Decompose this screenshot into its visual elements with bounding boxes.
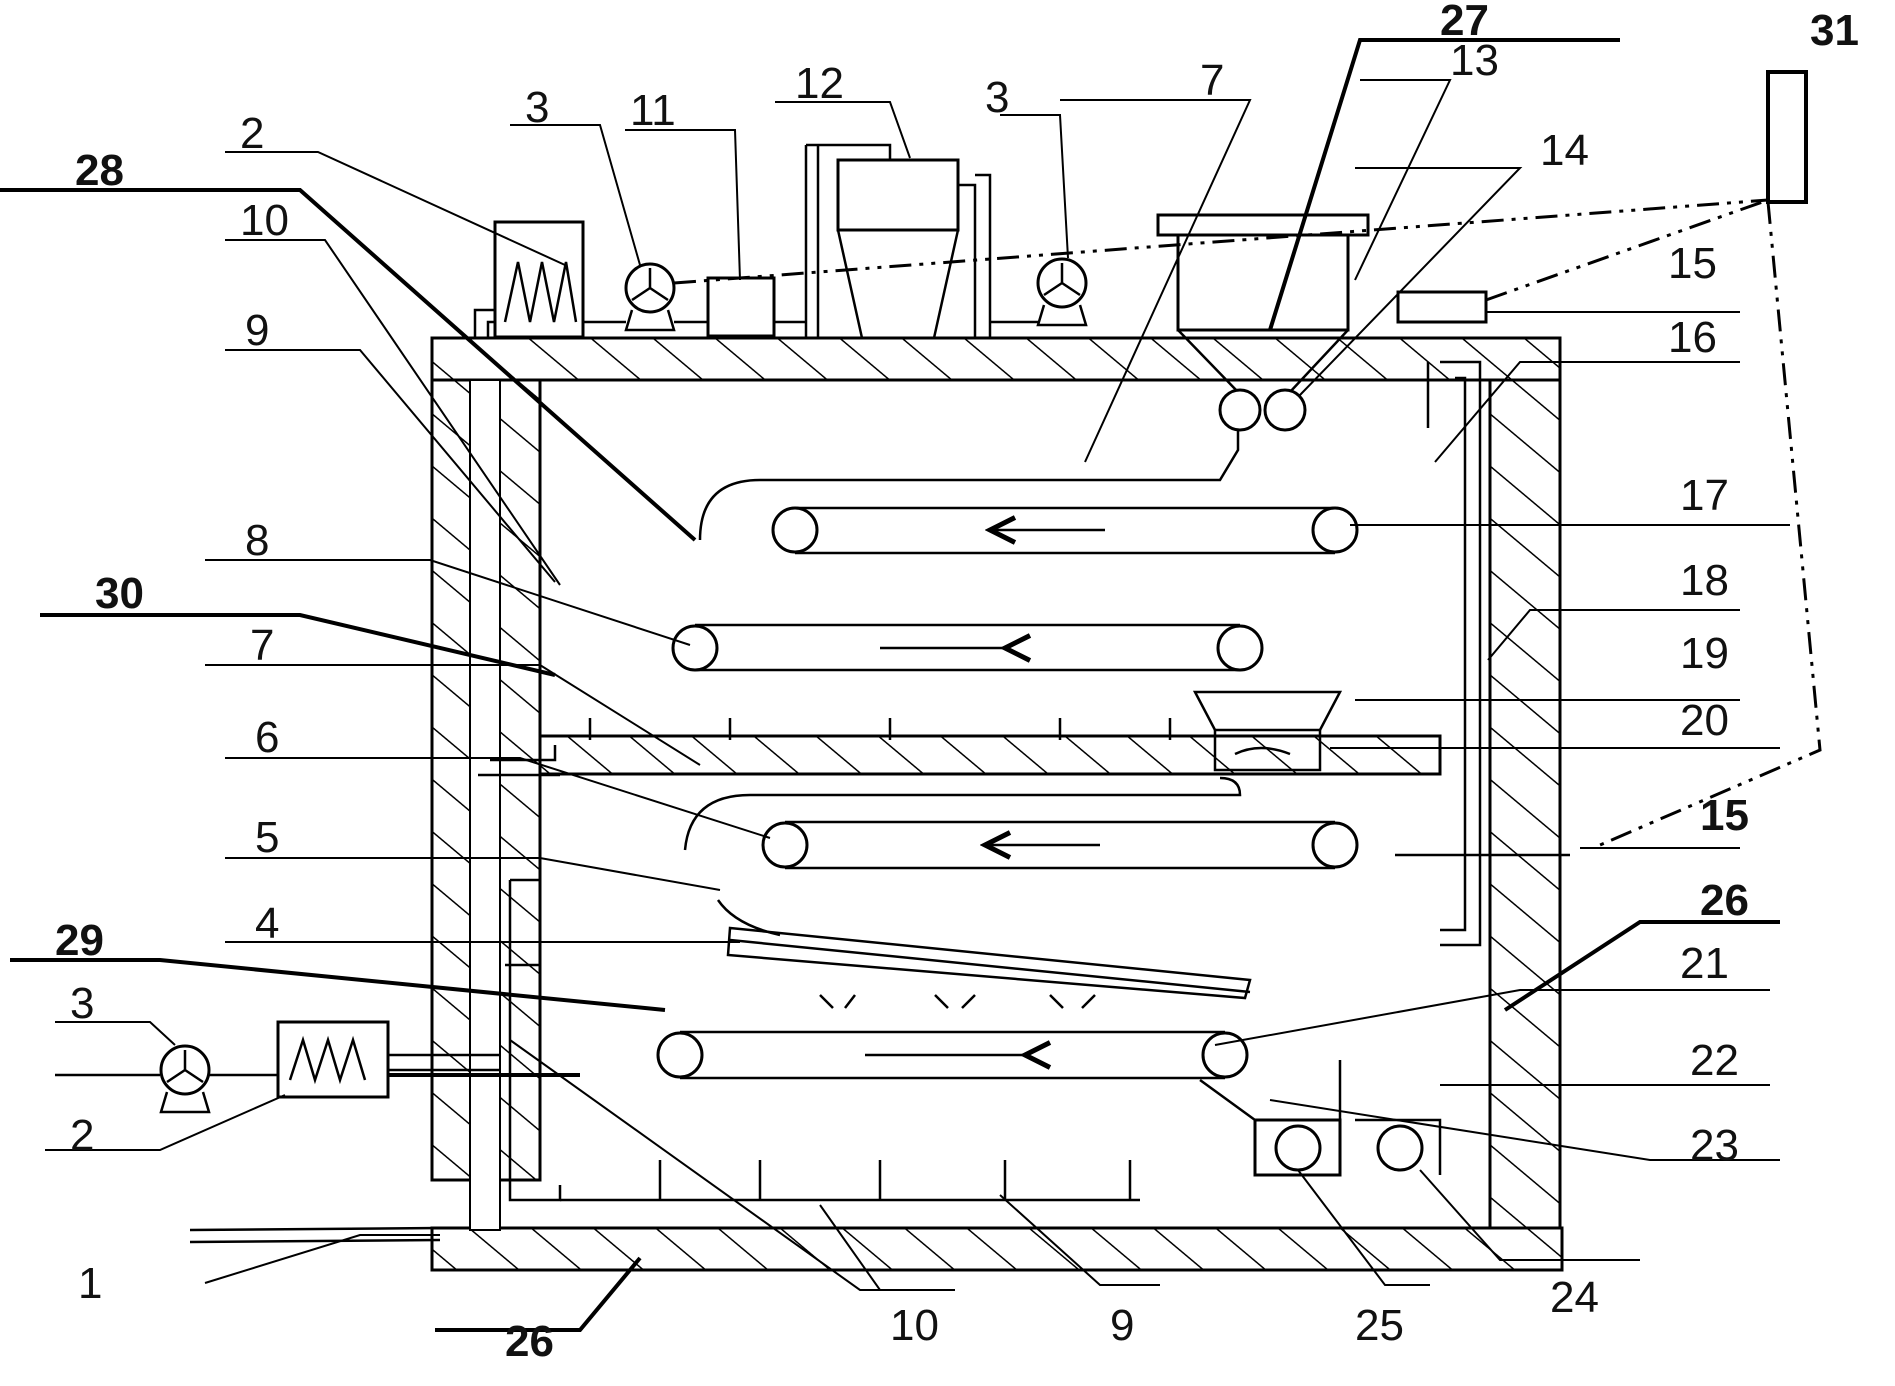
sensor-top [1396,290,1488,324]
label-8: 8 [245,516,269,565]
top-wall [430,336,1562,382]
label-27: 27 [1440,0,1489,45]
label-15-right: 15 [1700,791,1749,840]
label-7-mid: 7 [250,621,274,670]
fan-top-right [1036,257,1088,327]
feed-hopper [1156,213,1370,393]
label-3-top-left: 3 [525,83,549,132]
label-29: 29 [55,916,104,965]
guide-7-mid [683,776,1242,851]
label-21: 21 [1680,939,1729,988]
conveyor-21 [656,1030,1249,1080]
label-16: 16 [1668,313,1717,362]
left-wall-inner-void [469,379,501,1231]
label-26-bottom: 26 [505,1317,554,1366]
label-26-right: 26 [1700,876,1749,925]
leader-lines [45,79,1790,1291]
label-24: 24 [1550,1273,1599,1322]
left-external [55,1020,580,1244]
label-22: 22 [1690,1036,1739,1085]
label-6: 6 [255,713,279,762]
label-31: 31 [1810,6,1859,55]
label-17: 17 [1680,471,1729,520]
label-4: 4 [255,899,279,948]
label-11: 11 [630,86,676,135]
label-10-left: 10 [240,196,289,245]
conveyor-6 [761,820,1359,870]
label-28: 28 [75,146,124,195]
guide-7-top [698,392,1240,541]
heater-top-coil [503,261,578,323]
label-3-top-right: 3 [985,73,1009,122]
label-12: 12 [795,59,844,108]
housing [430,336,1564,1272]
label-1: 1 [78,1259,102,1308]
label-19: 19 [1680,629,1729,678]
label-5: 5 [255,813,279,862]
label-2-top: 2 [240,109,264,158]
heater-bottom-coil [288,1035,367,1085]
label-13: 13 [1450,36,1499,85]
ducts [473,308,1570,1202]
feed-rollers [1218,388,1307,432]
spray-pipes-bottom [560,1160,1140,1202]
spray-pipes-mid [588,718,1172,740]
right-wall [1488,378,1562,1242]
fan-top-left [624,262,676,332]
top-equipment [493,70,1808,393]
fan-bottom-left [159,1044,211,1114]
discharge-23 [1199,1060,1442,1177]
label-25: 25 [1355,1301,1404,1350]
label-30: 30 [95,569,144,618]
control-lines [673,198,1822,847]
label-7-top: 7 [1200,56,1224,105]
label-20: 20 [1680,696,1729,745]
label-3-bottom-left: 3 [70,979,94,1028]
labels: 1 2 2 3 3 3 4 5 6 7 7 8 9 9 10 10 11 12 … [55,0,1859,1366]
controller-31 [1766,70,1808,204]
hopper-19 [1192,690,1343,772]
middle-floor [538,734,1442,776]
conveyor-8 [671,623,1264,672]
bold-leader-lines [0,38,1780,1332]
label-2-bottom: 2 [70,1111,94,1160]
label-10-bottom: 10 [890,1301,939,1350]
label-15-top: 15 [1668,239,1717,288]
label-14: 14 [1540,126,1589,175]
nozzles [819,994,1096,1009]
label-23: 23 [1690,1121,1739,1170]
screen-4 [726,926,1252,1000]
conveyor-17 [771,506,1359,555]
label-9-left: 9 [245,306,269,355]
chute-5 [716,899,781,937]
cyclone-separator [804,143,992,339]
label-18: 18 [1680,556,1729,605]
label-9-bottom: 9 [1110,1301,1134,1350]
conveyors [560,388,1442,1202]
bottom-wall [430,1226,1564,1272]
dust-filter-box [706,276,776,338]
